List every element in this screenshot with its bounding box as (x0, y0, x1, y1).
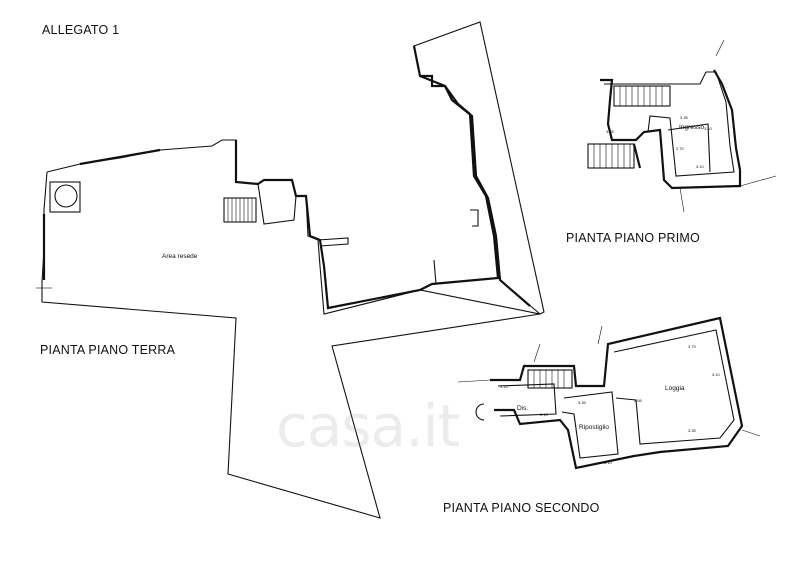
first-floor-title: PIANTA PIANO PRIMO (566, 231, 700, 245)
dimension-label: 3.15 (540, 412, 548, 417)
courtyard-boundary (46, 21, 545, 315)
second-floor-boundary-right (741, 429, 761, 437)
first-floor-staircase-lower (587, 143, 635, 169)
ground-top-wall (79, 148, 161, 166)
dimension-label: 3.35 (578, 400, 586, 405)
room-label-area-resede: Area resede (162, 253, 198, 260)
second-floor-staircase (527, 369, 573, 389)
second-floor-dis-wall (497, 383, 557, 417)
ground-floor-title: PIANTA PIANO TERRA (40, 343, 176, 357)
dimension-label: 2.65 (634, 398, 642, 403)
second-floor-inner-wall (613, 329, 735, 445)
second-floor-bay-window (475, 403, 485, 421)
dimension-label: 3.10 (704, 126, 712, 131)
second-floor-outer-wall (490, 316, 744, 470)
dimension-label: 3.75 (688, 344, 696, 349)
ground-partition-c (433, 259, 437, 285)
ground-staircase (223, 197, 257, 223)
first-floor-boundary-bottom (679, 187, 685, 213)
first-floor-landing (632, 143, 642, 169)
room-label-loggia: Loggia (665, 385, 685, 392)
second-floor-ripostiglio-wall (561, 391, 619, 459)
first-floor-staircase-upper (613, 85, 671, 107)
second-floor-boundary-top (533, 343, 541, 363)
dimension-label: 3.35 (680, 115, 688, 120)
dimension-label: 3.10 (712, 372, 720, 377)
ground-inner-partition (257, 183, 297, 225)
second-floor-plan (457, 316, 761, 470)
ground-partition-d (470, 209, 479, 227)
dimension-label: 3.35 (606, 129, 614, 134)
ground-partition-b (317, 237, 349, 247)
first-floor-boundary-top (715, 39, 725, 57)
well-enclosure (49, 181, 81, 213)
room-label-ingresso: Ingresso (679, 124, 704, 131)
ground-floor-plan (36, 21, 545, 519)
dimension-label: 2.70 (676, 146, 684, 151)
well-symbol (54, 184, 78, 208)
first-floor-inner-wall (604, 71, 735, 177)
first-floor-outer-wall (600, 69, 742, 190)
dimension-label: 3.15 (500, 384, 508, 389)
dimension-label: 3.10 (604, 460, 612, 465)
ground-building-inner-wall (234, 74, 500, 310)
dimension-label: 3.10 (696, 164, 704, 169)
first-floor-plan (587, 39, 777, 213)
room-label-dis: Dis. (517, 405, 529, 412)
second-floor-title: PIANTA PIANO SECONDO (443, 501, 600, 515)
room-label-ripostiglio: Ripostiglio (579, 424, 609, 431)
dimension-label: 3.35 (688, 428, 696, 433)
second-floor-boundary-top-b (597, 325, 603, 345)
second-floor-boundary-left (457, 379, 491, 383)
first-floor-boundary-right (739, 175, 777, 187)
annex-title: ALLEGATO 1 (42, 23, 120, 37)
first-floor-partition (667, 123, 711, 173)
watermark: casa.it (276, 392, 460, 460)
